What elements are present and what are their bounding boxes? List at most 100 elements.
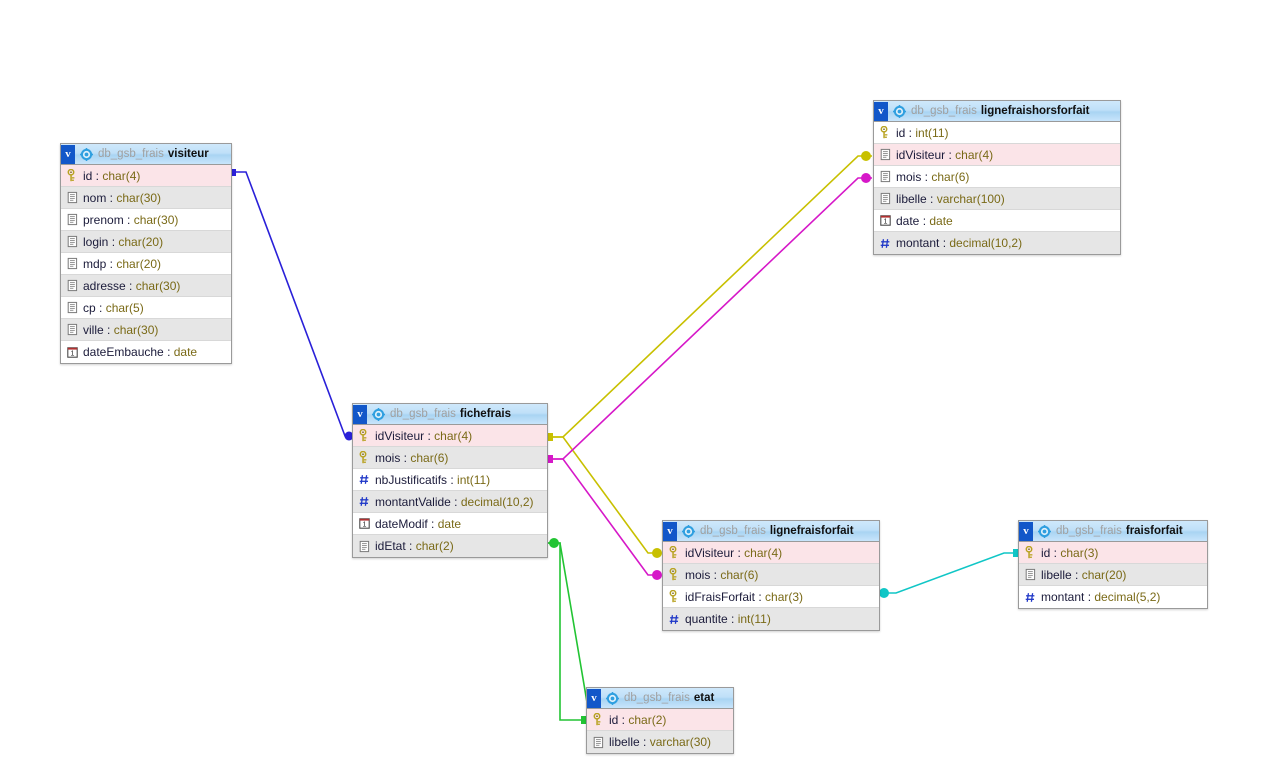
column-row[interactable]: montantValide : decimal(10,2) — [353, 491, 547, 513]
column-separator: : — [755, 589, 766, 604]
key-icon — [669, 568, 677, 581]
hash-icon — [669, 614, 679, 624]
column-type: char(20) — [1081, 567, 1127, 582]
column-row[interactable]: libelle : varchar(30) — [587, 731, 733, 753]
column-label: id : char(3) — [1041, 546, 1098, 560]
column-row[interactable]: ville : char(30) — [61, 319, 231, 341]
key-icon — [593, 713, 601, 726]
column-type: int(11) — [457, 472, 491, 487]
column-name: id — [896, 125, 906, 140]
schema-name: db_gsb_frais — [390, 408, 456, 420]
column-separator: : — [450, 494, 461, 509]
column-row[interactable]: prenom : char(30) — [61, 209, 231, 231]
column-row[interactable]: quantite : int(11) — [663, 608, 879, 630]
column-row[interactable]: mois : char(6) — [874, 166, 1120, 188]
table-title: visiteur — [167, 148, 209, 160]
column-row[interactable]: idEtat : char(2) — [353, 535, 547, 557]
column-type: char(20) — [116, 256, 162, 271]
text-column-icon — [1025, 568, 1036, 581]
v-badge-icon: v — [353, 404, 367, 424]
column-label: cp : char(5) — [83, 301, 144, 315]
column-label: idEtat : char(2) — [375, 539, 454, 553]
column-type: char(4) — [955, 147, 994, 162]
column-name: dateModif — [375, 516, 428, 531]
schema-name: db_gsb_frais — [700, 525, 766, 537]
column-row[interactable]: montant : decimal(10,2) — [874, 232, 1120, 254]
schema-name: db_gsb_frais — [98, 148, 164, 160]
column-name: id — [83, 168, 93, 183]
column-name: id — [609, 712, 619, 727]
column-row[interactable]: idVisiteur : char(4) — [874, 144, 1120, 166]
gear-icon — [1038, 524, 1051, 538]
column-separator: : — [95, 300, 106, 315]
text-column-icon — [67, 279, 78, 292]
column-row[interactable]: libelle : varchar(100) — [874, 188, 1120, 210]
column-type: date — [173, 345, 198, 359]
column-row[interactable]: mdp : char(20) — [61, 253, 231, 275]
column-name: id — [1041, 545, 1051, 560]
column-row[interactable]: id : char(4) — [61, 165, 231, 187]
column-row[interactable]: id : char(2) — [587, 709, 733, 731]
column-row[interactable]: nbJustificatifs : int(11) — [353, 469, 547, 491]
column-type: date — [929, 213, 953, 228]
column-row[interactable]: id : char(3) — [1019, 542, 1207, 564]
column-row[interactable]: login : char(20) — [61, 231, 231, 253]
svg-text:1: 1 — [71, 350, 75, 357]
column-type: char(6) — [720, 567, 759, 582]
column-row[interactable]: id : int(11) — [874, 122, 1120, 144]
column-type: decimal(10,2) — [949, 236, 1023, 250]
column-row[interactable]: libelle : char(20) — [1019, 564, 1207, 586]
column-separator: : — [427, 516, 438, 531]
column-label: libelle : varchar(30) — [609, 735, 711, 749]
column-row[interactable]: cp : char(5) — [61, 297, 231, 319]
column-row[interactable]: mois : char(6) — [353, 447, 547, 469]
column-row[interactable]: adresse : char(30) — [61, 275, 231, 297]
column-label: adresse : char(30) — [83, 279, 180, 293]
column-name: adresse — [83, 278, 126, 293]
column-separator: : — [710, 567, 721, 582]
relation-visiteur-fichefrais — [229, 169, 354, 441]
column-separator: : — [639, 735, 650, 749]
column-row[interactable]: montant : decimal(5,2) — [1019, 586, 1207, 608]
column-name: nbJustificatifs — [375, 472, 448, 487]
column-row[interactable]: idFraisForfait : char(3) — [663, 586, 879, 608]
column-name: mois — [685, 567, 711, 582]
column-label: idVisiteur : char(4) — [896, 148, 993, 162]
column-row[interactable]: nom : char(30) — [61, 187, 231, 209]
column-label: prenom : char(30) — [83, 213, 178, 227]
column-label: mois : char(6) — [896, 170, 969, 184]
column-row[interactable]: 1 dateEmbauche : date — [61, 341, 231, 363]
column-row[interactable]: idVisiteur : char(4) — [353, 425, 547, 447]
key-icon — [359, 451, 367, 464]
text-column-icon — [359, 540, 370, 552]
column-row[interactable]: mois : char(6) — [663, 564, 879, 586]
column-separator: : — [618, 712, 629, 727]
column-label: mois : char(6) — [685, 568, 758, 582]
column-type: char(5) — [105, 300, 144, 315]
column-separator: : — [125, 278, 136, 293]
column-label: dateEmbauche : date — [83, 345, 197, 359]
schema-name: db_gsb_frais — [1056, 525, 1122, 537]
column-label: nom : char(30) — [83, 191, 161, 205]
column-row[interactable]: idVisiteur : char(4) — [663, 542, 879, 564]
column-separator: : — [905, 125, 916, 140]
v-badge-icon: v — [61, 144, 75, 164]
hash-icon — [359, 475, 369, 484]
column-separator: : — [921, 169, 932, 184]
column-separator: : — [405, 539, 416, 553]
